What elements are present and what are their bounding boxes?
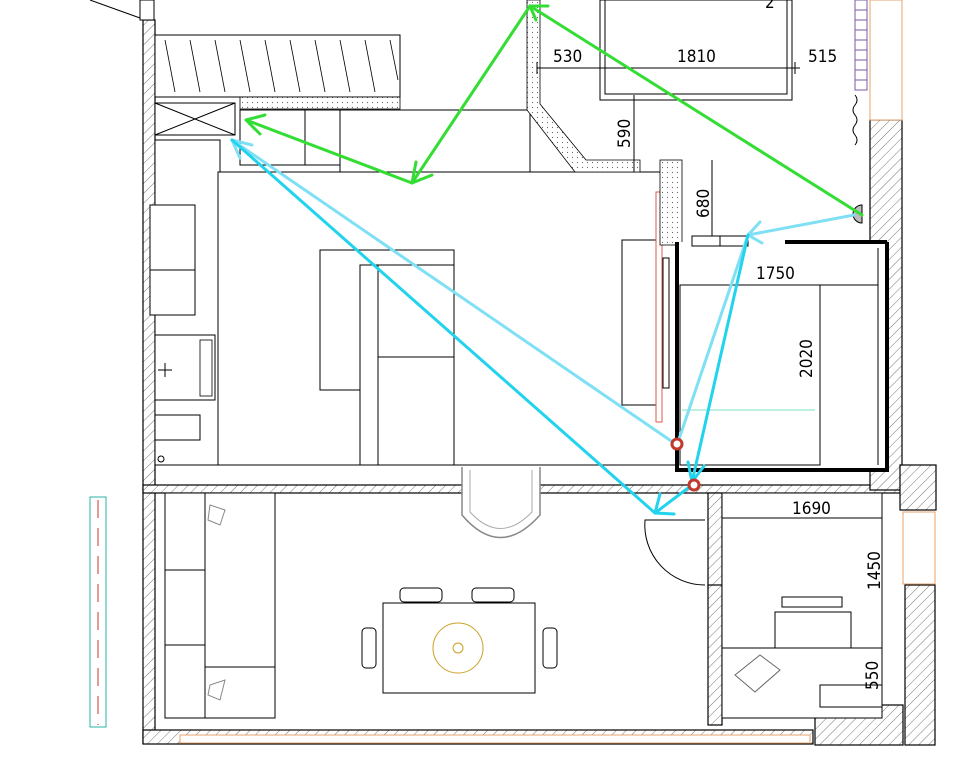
armchair: [461, 467, 541, 539]
arrow-blue: [230, 138, 750, 516]
top-storage-hatch: [164, 39, 399, 93]
vertical-dimension-680: 680: [694, 160, 714, 240]
upper-cabinet-2: [339, 109, 531, 173]
bedroom-wall-stub: [659, 159, 683, 246]
svg-text:590: 590: [615, 119, 635, 148]
centerpiece-ring: [432, 622, 484, 674]
dotted-strip: [239, 96, 401, 110]
wall-right-corner: [899, 464, 937, 511]
dim-2020: 2020: [797, 339, 817, 378]
curtain-pattern: [855, 9, 867, 81]
top-dimension-line: 530 1810 515: [536, 47, 837, 74]
top-left-block: [139, 0, 155, 21]
desk-drawer: [819, 684, 883, 708]
mirror-inner: [662, 257, 670, 389]
curtain-wave: [852, 94, 858, 146]
dim-515: 515: [808, 47, 837, 67]
kitchen-unit-1: [149, 204, 196, 271]
top-left-line: [89, 0, 141, 19]
svg-text:680: 680: [694, 189, 714, 218]
top-storage: [154, 34, 401, 98]
dim-1750: 1750: [756, 264, 795, 284]
centerpiece-dot: [452, 642, 464, 654]
stove: [154, 334, 216, 401]
kitchen-unit-2: [149, 269, 196, 316]
dim-530: 530: [553, 47, 582, 67]
corridor-wall: [526, 0, 641, 173]
kitchen-unit-3: [154, 414, 201, 441]
left-dashed-element: [89, 496, 107, 728]
laptop-icon: [734, 654, 781, 693]
dim-550: 550: [863, 661, 883, 690]
marker-dot: [687, 478, 701, 492]
sofa-seat: [359, 264, 455, 466]
window-top-right: [869, 0, 903, 121]
mirror-panel: [655, 191, 663, 423]
chair-icon: [361, 587, 558, 669]
arrow-green: [244, 4, 864, 217]
wall-left: [142, 19, 156, 744]
vertical-dimension-590: 590: [615, 95, 635, 172]
door-swing: [644, 519, 706, 586]
wall-partition-lower: [707, 584, 723, 726]
marker-dot: [670, 437, 684, 451]
dim-1810: 1810: [677, 47, 716, 67]
arrow-light-blue: [230, 138, 856, 447]
desk-chair-seat: [774, 611, 852, 649]
dim-1690: 1690: [792, 499, 831, 519]
window-right-lower: [902, 511, 936, 585]
dining-table: [382, 602, 536, 694]
bed-outline: [675, 242, 889, 472]
top-edge-dim: 2: [765, 0, 775, 13]
tv-cabinet: [621, 239, 663, 406]
top-room-inner: [604, 0, 788, 95]
bed-headboard-1: [691, 235, 721, 247]
wall-right-lower: [904, 584, 936, 746]
stove-icon: [158, 339, 213, 397]
lamp-icon: [207, 504, 226, 701]
wall-partition: [707, 492, 723, 589]
dim-1450: 1450: [865, 551, 885, 590]
window-bottom: [179, 734, 811, 744]
curtain-rod: [854, 0, 868, 91]
sink-drain: [157, 455, 165, 463]
armchair-inner: [469, 470, 533, 529]
desk-chair-back: [781, 596, 843, 608]
